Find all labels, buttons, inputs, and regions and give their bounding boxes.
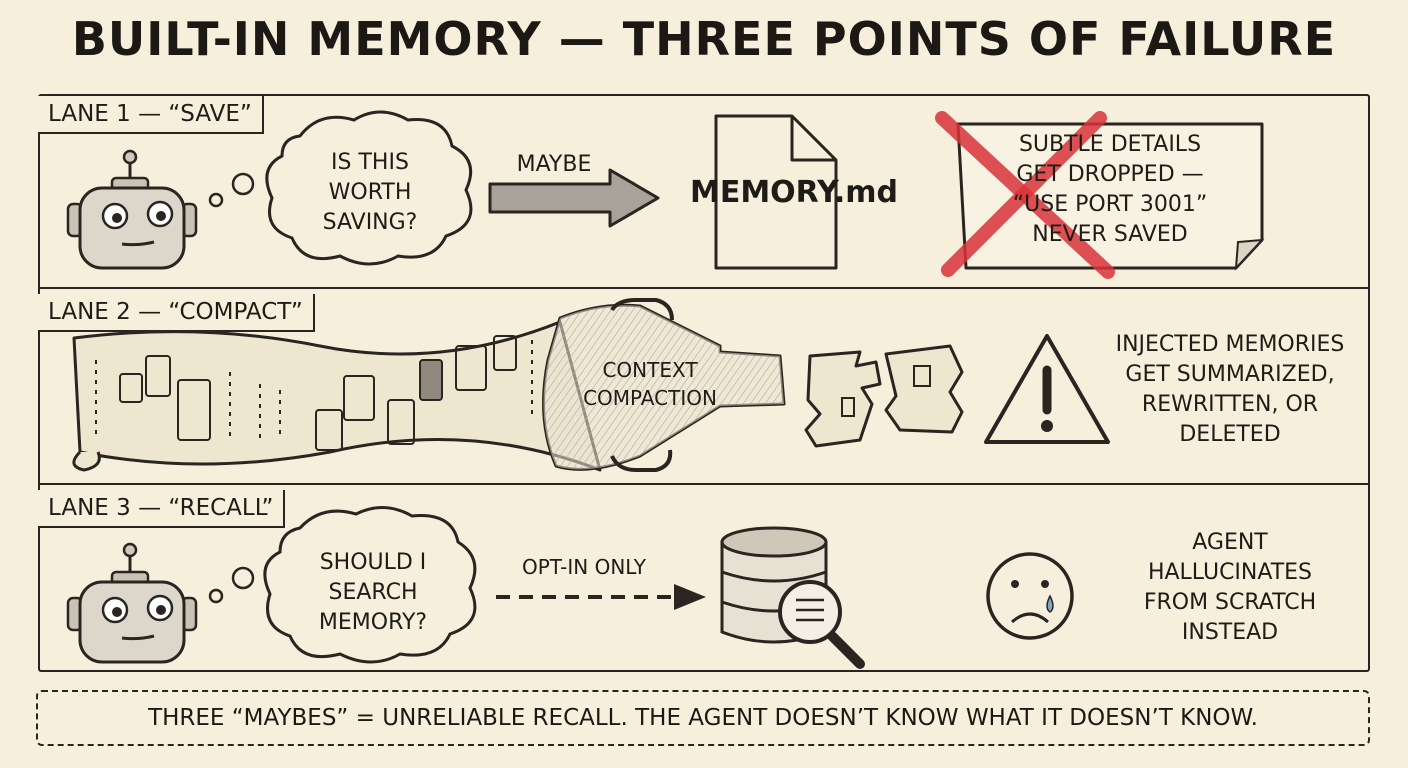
warning-line: DELETED [1179,422,1281,447]
magnifier-icon [778,580,865,669]
lane-divider-1 [38,287,1370,289]
result-line: AGENT [1192,530,1268,555]
thought-line: SHOULD I [319,550,427,575]
result-line: INSTEAD [1181,620,1279,645]
note-line: “USE PORT 3001” [1012,192,1208,217]
result-line: HALLUCINATES [1147,560,1313,585]
robot-icon [66,149,198,270]
funnel-icon [542,298,786,472]
thought-bubble-icon [208,506,477,664]
shredded-fragments-icon [804,344,964,448]
thought-bubble-icon [208,110,473,266]
thought-line: MEMORY? [318,610,428,635]
funnel-label-line: COMPACTION [583,386,717,410]
result-line: FROM SCRATCH [1143,590,1317,615]
lane-2-label: LANE 2 — “COMPACT” [38,294,315,332]
lane-1-thought-text: IS THIS WORTH SAVING? [290,148,450,238]
lane-2-warning-text: INJECTED MEMORIES GET SUMMARIZED, REWRIT… [1090,330,1370,450]
funnel-label-line: CONTEXT [602,358,698,382]
arrow-icon [496,584,706,610]
thought-line: SEARCH [328,580,418,605]
note-line: SUBTLE DETAILS [1018,132,1202,157]
warning-line: REWRITTEN, OR [1141,392,1319,417]
note-line: NEVER SAVED [1032,222,1188,247]
funnel-label: CONTEXT COMPACTION [566,356,734,412]
robot-icon [66,542,198,664]
note-line: GET DROPPED — [1016,162,1204,187]
thought-line: IS THIS [331,150,409,175]
arrow-icon [488,168,660,228]
thought-line: SAVING? [322,210,418,235]
lane-divider-2 [38,483,1370,485]
lane-3-arrow-label: OPT-IN ONLY [521,555,647,579]
page-title: BUILT-IN MEMORY — THREE POINTS OF FAILUR… [71,12,1337,66]
sad-face-icon [986,552,1074,640]
warning-line: INJECTED MEMORIES [1115,332,1345,357]
thought-line: WORTH [328,180,412,205]
lane-3-result-text: AGENT HALLUCINATES FROM SCRATCH INSTEAD [1100,528,1360,648]
red-x-icon [935,111,1115,279]
lane-3-label: LANE 3 — “RECALL” [38,490,286,528]
lane-1-note-text: SUBTLE DETAILS GET DROPPED — “USE PORT 3… [964,130,1256,250]
lane-1-arrow-label: MAYBE [516,152,592,177]
lanes-frame [38,94,1370,672]
footer-summary: THREE “MAYBES” = UNRELIABLE RECALL. THE … [36,690,1370,746]
warning-triangle-icon [984,334,1110,444]
memory-file-label: MEMORY.md [689,175,899,210]
warning-line: GET SUMMARIZED, [1125,362,1335,387]
scroll-icon [72,320,602,472]
lane-3-thought-text: SHOULD I SEARCH MEMORY? [290,548,456,638]
document-icon [714,114,838,270]
lane-1-label: LANE 1 — “SAVE” [38,96,264,134]
